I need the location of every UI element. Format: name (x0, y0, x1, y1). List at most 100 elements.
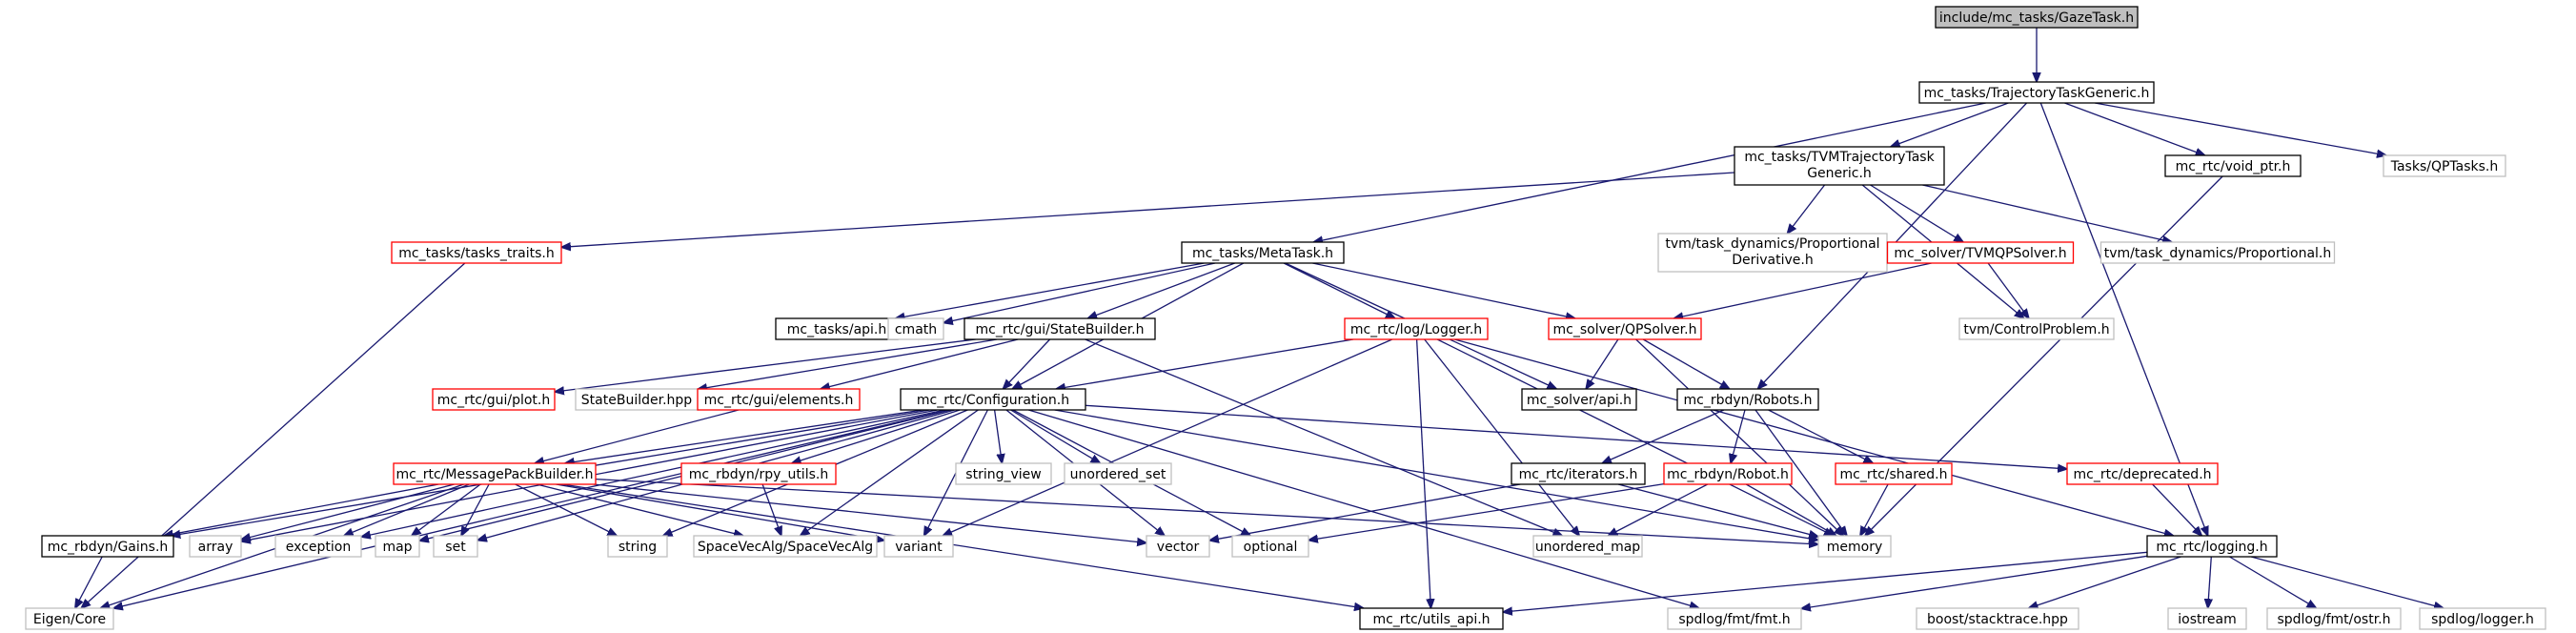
edge-tvmtraj-to-tvmqpsolver (1870, 184, 1964, 242)
dependency-nodes: include/mc_tasks/GazeTask.h mc_tasks/Traj… (25, 6, 2546, 630)
node-box-memory (1817, 535, 1892, 558)
node-tvmqpsolver[interactable]: mc_solver/TVMQPSolver.h (1886, 241, 2075, 264)
edge-metatask-to-qpsolver (1312, 262, 1575, 318)
edge-qpsolver-to-robots (1642, 338, 1730, 389)
node-label-shared: mc_rtc/shared.h (1839, 467, 1947, 482)
edge-robots-to-robot (1731, 409, 1746, 463)
node-box-controlproblem (1958, 317, 2115, 340)
node-box-guiplot (432, 388, 556, 411)
edge-logging-to-utilsapi (1503, 551, 2148, 612)
node-box-iterators (1511, 462, 1646, 485)
node-deprecated[interactable]: mc_rtc/deprecated.h (2066, 462, 2219, 485)
node-box-ostr (2266, 607, 2402, 630)
node-statebuilder[interactable]: mc_rtc/gui/StateBuilder.h (963, 317, 1156, 340)
node-rpyutils[interactable]: mc_rbdyn/rpy_utils.h (680, 462, 837, 485)
node-guielements[interactable]: mc_rtc/gui/elements.h (697, 388, 861, 411)
node-label-configuration: mc_rtc/Configuration.h (917, 393, 1069, 408)
node-optional: optional (1231, 535, 1309, 558)
edge-configuration-to-exception (361, 409, 945, 537)
node-iterators[interactable]: mc_rtc/iterators.h (1511, 462, 1646, 485)
node-box-string (607, 535, 668, 558)
node-guiplot[interactable]: mc_rtc/gui/plot.h (432, 388, 556, 411)
node-msgpack[interactable]: mc_rtc/MessagePackBuilder.h (393, 462, 597, 485)
node-box-logger (1344, 317, 1489, 340)
node-label-iterators: mc_rtc/iterators.h (1519, 467, 1638, 482)
node-logging[interactable]: mc_rtc/logging.h (2146, 535, 2278, 558)
node-label-array: array (198, 540, 233, 555)
node-tasksapi[interactable]: mc_tasks/api.h (775, 317, 899, 340)
edge-msgpack-to-map (412, 483, 481, 536)
node-gazetask[interactable]: include/mc_tasks/GazeTask.h (1935, 6, 2139, 29)
node-label-rpyutils: mc_rbdyn/rpy_utils.h (689, 467, 828, 482)
node-iostream: iostream (2167, 607, 2247, 630)
node-vector: vector (1146, 535, 1210, 558)
node-box-cmath (887, 317, 944, 340)
edge-statebuilder-to-statebuilderhpp (698, 338, 998, 389)
node-box-spdlogger (2419, 607, 2546, 630)
edge-logging-to-stacktrace (2029, 556, 2181, 608)
edge-configuration-to-unorderedset (1010, 409, 1101, 463)
edge-statebuilder-to-configuration (1003, 338, 1051, 389)
node-memory: memory (1817, 535, 1892, 558)
node-box-rpyutils (680, 462, 837, 485)
node-robots[interactable]: mc_rbdyn/Robots.h (1676, 388, 1819, 411)
node-utilsapi[interactable]: mc_rtc/utils_api.h (1359, 607, 1504, 630)
edge-msgpack-to-spacevec (536, 483, 743, 536)
node-box-statebuilder (963, 317, 1156, 340)
node-label-fmt: spdlog/fmt/fmt.h (1678, 612, 1790, 627)
edge-rpyutils-to-spacevec (761, 483, 781, 536)
node-label-stringview: string_view (965, 467, 1041, 482)
node-qpsolver[interactable]: mc_solver/QPSolver.h (1548, 317, 1702, 340)
node-metatask[interactable]: mc_tasks/MetaTask.h (1181, 241, 1345, 264)
edge-configuration-to-rpyutils (792, 409, 961, 463)
edge-msgpack-to-string (515, 483, 618, 536)
node-unorderedmap: unordered_map (1532, 535, 1643, 558)
node-controlproblem: tvm/ControlProblem.h (1958, 317, 2115, 340)
node-label-msgpack: mc_rtc/MessagePackBuilder.h (396, 467, 593, 482)
node-label-iostream: iostream (2178, 612, 2237, 627)
node-logger[interactable]: mc_rtc/log/Logger.h (1344, 317, 1489, 340)
node-label-utilsapi: mc_rtc/utils_api.h (1372, 612, 1490, 627)
node-solverapi[interactable]: mc_solver/api.h (1521, 388, 1637, 411)
node-box-stringview (955, 462, 1052, 485)
node-trajgeneric[interactable]: mc_tasks/TrajectoryTaskGeneric.h (1918, 81, 2155, 104)
edge-qpsolver-to-solverapi (1586, 338, 1619, 389)
node-gains[interactable]: mc_rbdyn/Gains.h (41, 535, 174, 558)
node-shared[interactable]: mc_rtc/shared.h (1835, 462, 1953, 485)
node-box-qpsolver (1548, 317, 1702, 340)
edge-logger-to-logging (1454, 338, 2173, 536)
node-box-metatask (1181, 241, 1345, 264)
node-array: array (189, 535, 242, 558)
edge-guielements-to-msgpack (535, 409, 740, 463)
edge-msgpack-to-set (461, 483, 490, 536)
edge-iterators-to-vector (1209, 483, 1521, 541)
node-box-tvmqpsolver (1886, 241, 2075, 264)
edge-configuration-to-msgpack (565, 409, 923, 463)
node-label-guiplot: mc_rtc/gui/plot.h (437, 393, 551, 408)
edge-msgpack-to-vector (593, 483, 1146, 543)
node-box-tvmtraj (1734, 146, 1945, 186)
node-label-tvmtraj-line2: Generic.h (1807, 166, 1872, 181)
node-label-tvmtraj: mc_tasks/TVMTrajectoryTask (1744, 150, 1935, 165)
edge-statebuilder-to-guielements (821, 338, 1019, 389)
node-robot[interactable]: mc_rbdyn/Robot.h (1663, 462, 1793, 485)
node-box-msgpack (393, 462, 597, 485)
node-box-solverapi (1521, 388, 1637, 411)
node-box-guielements (697, 388, 861, 411)
edge-gains-to-eigencore (75, 556, 103, 608)
node-tvmprop: tvm/task_dynamics/Proportional.h (2099, 241, 2336, 264)
node-voidptr[interactable]: mc_rtc/void_ptr.h (2164, 154, 2302, 177)
node-box-utilsapi (1359, 607, 1504, 630)
node-stacktrace: boost/stacktrace.hpp (1916, 607, 2079, 630)
node-box-spacevec (693, 535, 878, 558)
edge-robots-to-memory (1755, 409, 1847, 536)
node-label-spdlogger: spdlog/logger.h (2431, 612, 2534, 627)
node-box-robot (1663, 462, 1793, 485)
node-spacevec: SpaceVecAlg/SpaceVecAlg (693, 535, 878, 558)
node-label-unorderedset: unordered_set (1070, 467, 1166, 482)
node-configuration[interactable]: mc_rtc/Configuration.h (900, 388, 1086, 411)
node-taskstraits[interactable]: mc_tasks/tasks_traits.h (391, 241, 562, 264)
node-label-tvmpropderiv: tvm/task_dynamics/Proportional (1665, 236, 1879, 252)
